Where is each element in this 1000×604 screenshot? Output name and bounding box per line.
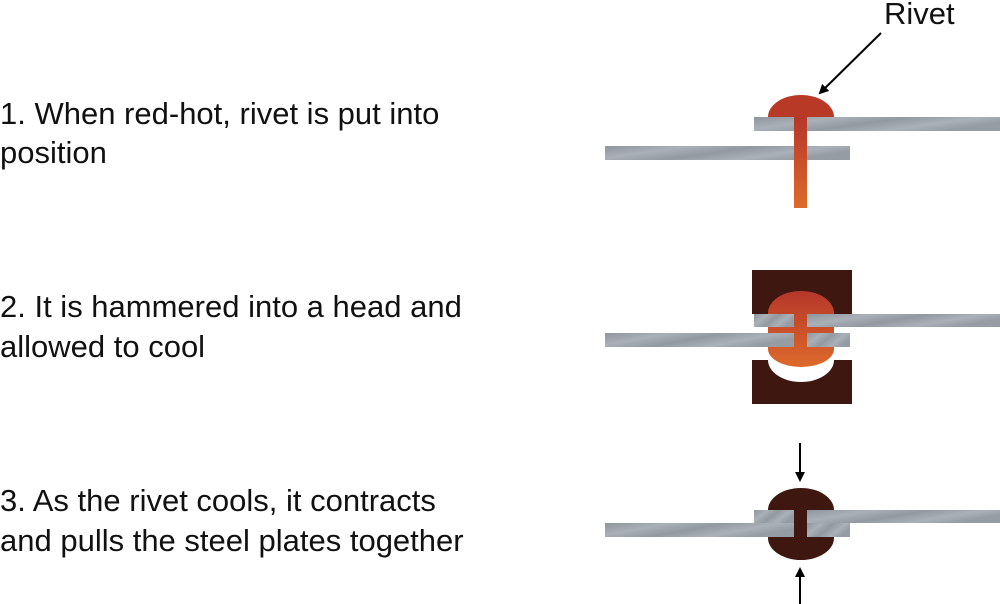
rivet-shank — [794, 117, 807, 208]
cooled-rivet — [768, 488, 834, 560]
step-1-caption: 1. When red-hot, rivet is put into posit… — [0, 96, 448, 170]
lower-steel-plate — [605, 333, 794, 347]
lower-steel-plate — [807, 523, 850, 537]
lower-steel-plate — [807, 333, 850, 347]
rivet-pointer-arrow — [818, 32, 882, 95]
upper-steel-plate — [754, 117, 1000, 131]
lower-steel-plate — [605, 146, 850, 160]
upper-steel-plate — [754, 510, 794, 523]
upper-steel-plate — [754, 314, 794, 327]
lower-steel-plate — [605, 523, 794, 537]
rivet-head — [768, 95, 834, 117]
step-3-caption: 3. As the rivet cools, it contracts and … — [0, 483, 464, 558]
stage-3-illustration — [605, 443, 1000, 604]
stage-1-illustration: Rivet — [605, 0, 1000, 208]
rivet-label: Rivet — [884, 0, 955, 31]
upper-steel-plate — [807, 314, 1000, 327]
hammered-rivet — [768, 291, 834, 367]
step-2-caption: 2. It is hammered into a head and allowe… — [0, 289, 470, 364]
stage-2-illustration — [605, 270, 1000, 404]
upper-steel-plate — [807, 510, 1000, 523]
